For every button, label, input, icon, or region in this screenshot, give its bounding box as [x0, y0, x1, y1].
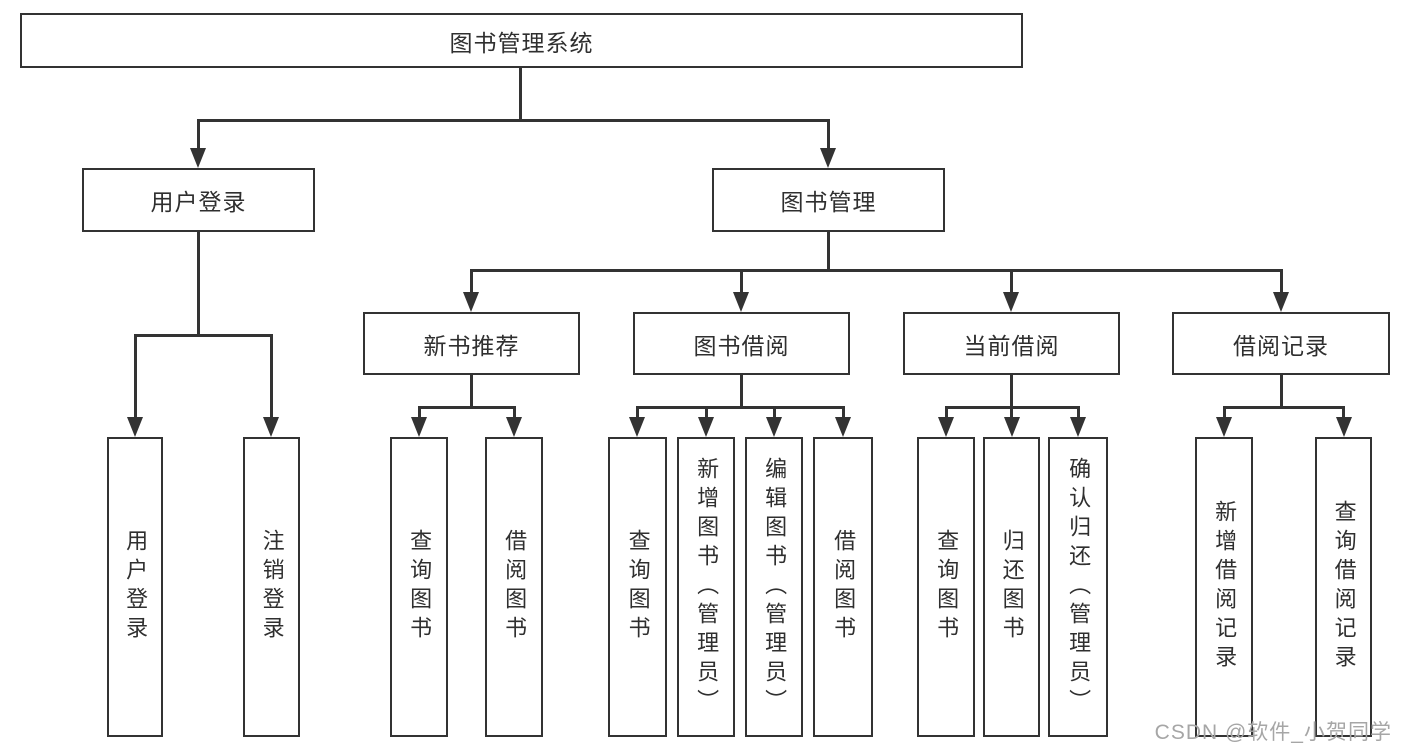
connector-line	[1076, 405, 1080, 420]
connector-line	[1010, 405, 1013, 420]
arrowhead-down-icon	[506, 417, 522, 437]
leaf-current-query-books: 查询图书	[917, 437, 975, 737]
leaf-add-borrow-record: 新增借阅记录	[1195, 437, 1253, 737]
leaf-borrow-books: 借阅图书	[813, 437, 873, 737]
arrowhead-down-icon	[1273, 292, 1289, 312]
arrowhead-down-icon	[1070, 417, 1086, 437]
node-user-login-label: 用户登录	[150, 189, 247, 215]
connector-line	[196, 232, 200, 335]
node-book-management: 图书管理	[712, 168, 945, 232]
connector-line	[133, 333, 273, 337]
node-root: 图书管理系统	[20, 13, 1023, 68]
leaf-return-books-label: 归还图书	[999, 529, 1025, 645]
connector-line	[1279, 375, 1283, 408]
arrowhead-down-icon	[463, 292, 479, 312]
connector-line	[512, 405, 516, 420]
connector-line	[518, 68, 522, 121]
connector-line	[944, 405, 948, 420]
leaf-return-books: 归还图书	[983, 437, 1040, 737]
connector-line	[635, 405, 845, 409]
node-borrowing-records: 借阅记录	[1172, 312, 1390, 375]
connector-line	[133, 333, 137, 419]
leaf-add-books-admin-label: 新增图书（管理员）	[694, 456, 720, 718]
connector-line	[196, 118, 200, 151]
arrowhead-down-icon	[411, 417, 427, 437]
connector-line	[841, 405, 845, 420]
connector-line	[772, 405, 776, 420]
node-book-borrowing-label: 图书借阅	[693, 332, 790, 359]
node-book-management-label: 图书管理	[780, 189, 877, 215]
node-root-label: 图书管理系统	[449, 29, 594, 56]
leaf-recommend-borrow-books-label: 借阅图书	[502, 529, 528, 645]
leaf-edit-books-admin: 编辑图书（管理员）	[745, 437, 803, 737]
connector-line	[1009, 268, 1013, 296]
arrowhead-down-icon	[1216, 417, 1232, 437]
arrowhead-down-icon	[820, 148, 836, 168]
connector-line	[704, 405, 708, 420]
connector-line	[1342, 405, 1345, 420]
connector-line	[635, 405, 639, 420]
node-borrowing-records-label: 借阅记录	[1233, 332, 1329, 359]
node-new-book-recommend-label: 新书推荐	[423, 332, 520, 359]
connector-line	[417, 405, 516, 409]
leaf-confirm-return-admin: 确认归还（管理员）	[1048, 437, 1108, 737]
connector-line	[1279, 268, 1283, 296]
arrowhead-down-icon	[1003, 417, 1020, 437]
node-current-borrowing-label: 当前借阅	[963, 332, 1060, 359]
leaf-borrow-books-label: 借阅图书	[831, 529, 857, 645]
connector-line	[469, 268, 1283, 272]
connector-line	[1009, 375, 1013, 408]
leaf-borrowing-query-books: 查询图书	[608, 437, 667, 737]
connector-line	[826, 232, 830, 271]
leaf-confirm-return-admin-label: 确认归还（管理员）	[1066, 456, 1092, 718]
leaf-user-login-label: 用户登录	[123, 529, 149, 645]
arrowhead-down-icon	[629, 417, 645, 437]
node-new-book-recommend: 新书推荐	[363, 312, 580, 375]
leaf-logout: 注销登录	[243, 437, 300, 737]
arrowhead-down-icon	[1003, 292, 1019, 312]
leaf-edit-books-admin-label: 编辑图书（管理员）	[762, 456, 788, 718]
connector-line	[739, 375, 743, 408]
leaf-add-books-admin: 新增图书（管理员）	[677, 437, 735, 737]
leaf-recommend-query-books-label: 查询图书	[407, 529, 433, 645]
csdn-watermark: CSDN @软件_小贺同学	[1154, 721, 1392, 744]
node-current-borrowing: 当前借阅	[903, 312, 1120, 375]
arrowhead-down-icon	[766, 417, 782, 437]
leaf-current-query-books-label: 查询图书	[934, 529, 960, 645]
connector-line	[1222, 405, 1345, 409]
arrowhead-down-icon	[127, 417, 143, 437]
connector-line	[739, 268, 743, 296]
arrowhead-down-icon	[835, 417, 851, 437]
leaf-borrowing-query-books-label: 查询图书	[625, 529, 651, 645]
leaf-query-borrow-record-label: 查询借阅记录	[1331, 500, 1357, 674]
leaf-recommend-query-books: 查询图书	[390, 437, 448, 737]
arrowhead-down-icon	[263, 417, 279, 437]
leaf-recommend-borrow-books: 借阅图书	[485, 437, 543, 737]
arrowhead-down-icon	[698, 417, 714, 437]
arrowhead-down-icon	[733, 292, 749, 312]
node-book-borrowing: 图书借阅	[633, 312, 850, 375]
connector-line	[826, 118, 830, 151]
arrowhead-down-icon	[938, 417, 954, 437]
node-user-login: 用户登录	[82, 168, 315, 232]
arrowhead-down-icon	[1335, 417, 1352, 437]
arrowhead-down-icon	[190, 148, 206, 168]
connector-line	[417, 405, 421, 420]
connector-line	[469, 375, 473, 408]
connector-line	[197, 118, 830, 122]
leaf-add-borrow-record-label: 新增借阅记录	[1212, 500, 1238, 674]
connector-line	[1222, 405, 1226, 420]
connector-line	[269, 333, 273, 419]
leaf-logout-label: 注销登录	[259, 529, 285, 645]
leaf-user-login: 用户登录	[107, 437, 163, 737]
connector-line	[469, 268, 473, 296]
leaf-query-borrow-record: 查询借阅记录	[1315, 437, 1372, 737]
